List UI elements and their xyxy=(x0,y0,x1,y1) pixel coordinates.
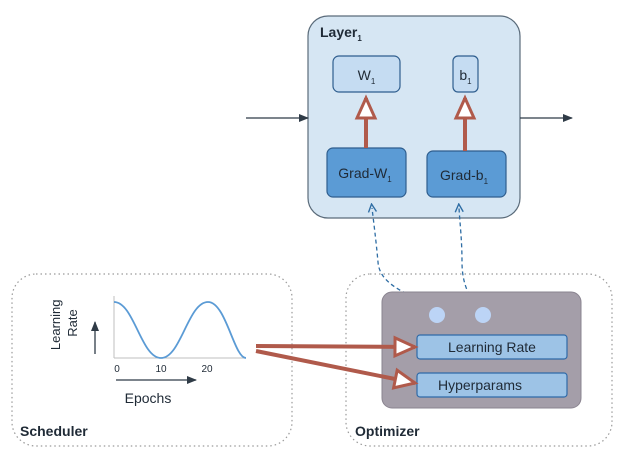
grad-bias-node: Grad-b1 xyxy=(426,150,507,198)
param-dot-weight xyxy=(429,307,445,323)
learning-rate-field: Learning Rate xyxy=(416,334,568,360)
weight-label: W1 xyxy=(358,67,376,86)
scheduler-xlabel: Epochs xyxy=(125,390,172,406)
optimizer-title: Optimizer xyxy=(355,423,420,439)
bias-label: b1 xyxy=(459,67,472,86)
bias-node: b1 xyxy=(452,55,479,93)
scheduler-ylabel: Learning Rate xyxy=(48,296,80,350)
layer-title: Layer1 xyxy=(320,24,362,43)
lr-schedule-curve xyxy=(113,301,247,359)
scheduler-title: Scheduler xyxy=(20,423,88,439)
scheduler-panel: Scheduler Learning Rate 0 10 20 Epochs xyxy=(11,273,293,447)
tick-label: 0 xyxy=(114,364,120,375)
grad-bias-label: Grad-b1 xyxy=(440,167,489,186)
dashed-link-weight xyxy=(372,208,437,313)
weight-node: W1 xyxy=(332,55,401,93)
grad-weight-label: Grad-W1 xyxy=(338,165,392,184)
optimizer-panel: Optimizer Learning Rate Hyperparams xyxy=(345,273,613,447)
hyperparams-field: Hyperparams xyxy=(416,372,568,398)
hyperparams-label: Hyperparams xyxy=(438,377,522,393)
grad-weight-node: Grad-W1 xyxy=(326,147,407,198)
param-dot-bias xyxy=(475,307,491,323)
tick-label: 10 xyxy=(155,364,167,375)
scheduler-to-learning-rate-arrow xyxy=(255,335,419,359)
scheduler-to-hyperparams-arrow xyxy=(255,349,419,390)
optimizer-border xyxy=(345,273,613,447)
learning-rate-label: Learning Rate xyxy=(448,339,536,355)
tick-label: 20 xyxy=(201,364,213,375)
